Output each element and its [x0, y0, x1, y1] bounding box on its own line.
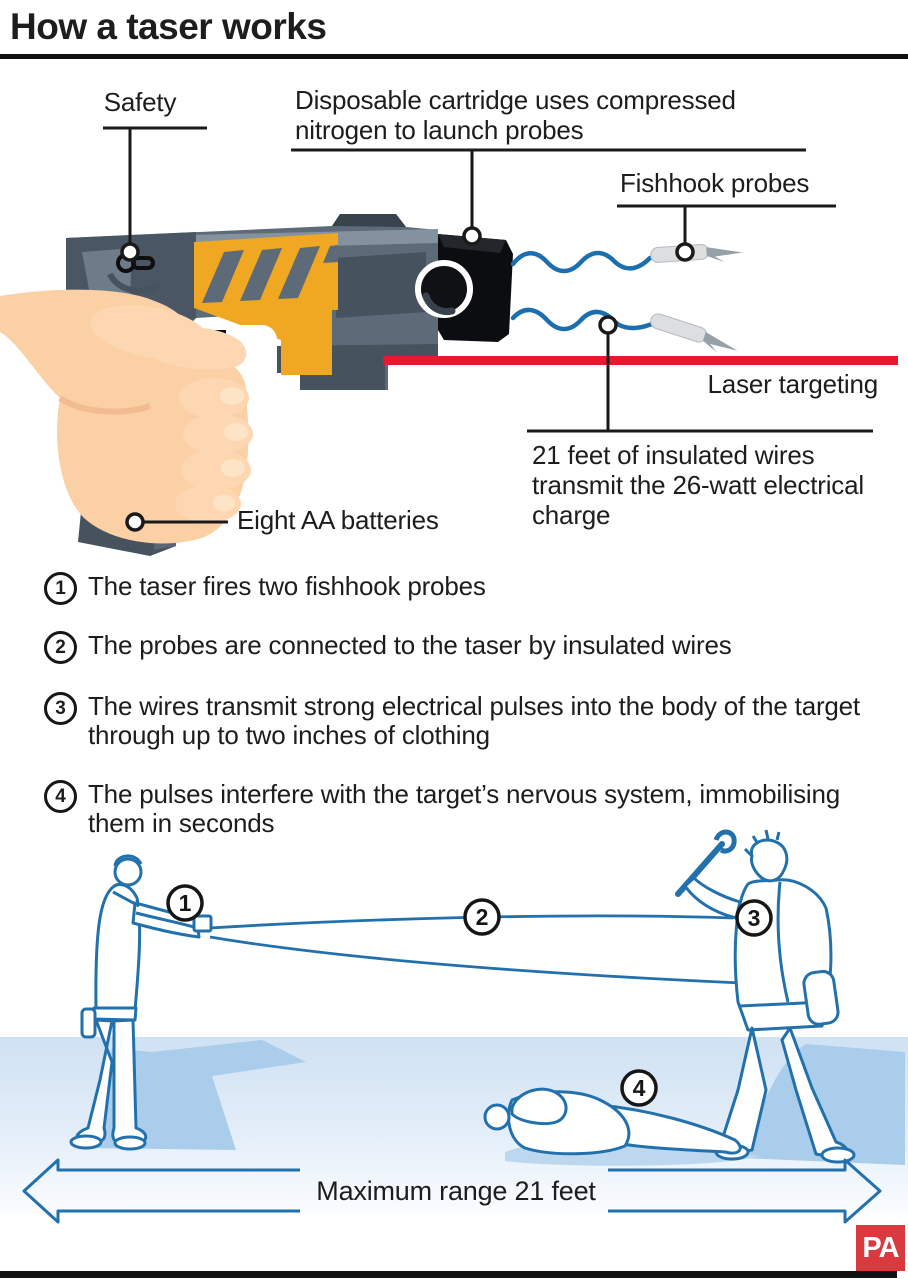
- leader-dots: [120, 226, 695, 532]
- lying-figure: [483, 1087, 742, 1156]
- label-insulated-wires: 21 feet of insulated wires transmit the …: [532, 440, 864, 530]
- fishhook-probe-top: [650, 243, 743, 263]
- step-2: 2 The probes are connected to the taser …: [44, 630, 874, 664]
- label-laser-targeting: Laser targeting: [707, 369, 879, 399]
- step-4-badge: 4: [44, 780, 77, 813]
- step-3-badge: 3: [44, 692, 77, 725]
- range-arrow: [22, 1158, 882, 1224]
- cartridge-lens: [415, 260, 473, 318]
- step-1-badge: 1: [44, 572, 77, 605]
- bottom-bar: [0, 1271, 897, 1278]
- fishhook-probe-bottom: [650, 313, 738, 353]
- step-2-text: The probes are connected to the taser by…: [88, 630, 732, 660]
- range-label: Maximum range 21 feet: [316, 1176, 596, 1206]
- step-1: 1 The taser fires two fishhook probes: [44, 571, 874, 605]
- insulated-wires: [510, 250, 659, 332]
- label-fishhook-probes: Fishhook probes: [620, 168, 810, 198]
- leader-lines: [103, 126, 873, 524]
- safety-lever: [107, 253, 162, 294]
- label-cartridge: Disposable cartridge uses compressed nit…: [295, 85, 736, 145]
- range-scene: 1 2 3 4: [0, 829, 908, 1224]
- attacker-shadow: [742, 1044, 905, 1165]
- taser-yellow-panel: [194, 233, 338, 375]
- laser-beam: [383, 356, 898, 365]
- scene-marker-4: 4: [620, 1069, 658, 1107]
- step-4: 4 The pulses interfere with the target’s…: [44, 780, 874, 838]
- step-3-text: The wires transmit strong electrical pul…: [88, 691, 860, 750]
- svg-text:3: 3: [748, 905, 761, 931]
- scene-markers: 1 2 3 4: [166, 884, 773, 1107]
- taser-illustration: [0, 126, 898, 556]
- label-batteries: Eight AA batteries: [237, 505, 439, 535]
- step-1-text: The taser fires two fishhook probes: [88, 571, 486, 601]
- page-title: How a taser works: [10, 6, 327, 47]
- svg-text:1: 1: [179, 890, 192, 916]
- scene-marker-2: 2: [463, 898, 501, 936]
- pa-logo: PA: [856, 1225, 905, 1271]
- step-4-text: The pulses interfere with the target’s n…: [88, 779, 841, 838]
- officer-figure: [69, 854, 213, 1151]
- scene-marker-1: 1: [166, 884, 204, 922]
- scene-wires: [209, 914, 765, 986]
- officer-shadow: [85, 1040, 306, 1150]
- hand-illustration: [0, 289, 253, 544]
- svg-text:4: 4: [633, 1075, 646, 1101]
- label-safety: Safety: [103, 87, 177, 117]
- step-2-badge: 2: [44, 631, 77, 664]
- step-3: 3 The wires transmit strong electrical p…: [44, 692, 874, 750]
- svg-text:2: 2: [476, 904, 489, 930]
- title-rule: [0, 54, 908, 59]
- scene-marker-3: 3: [735, 899, 773, 937]
